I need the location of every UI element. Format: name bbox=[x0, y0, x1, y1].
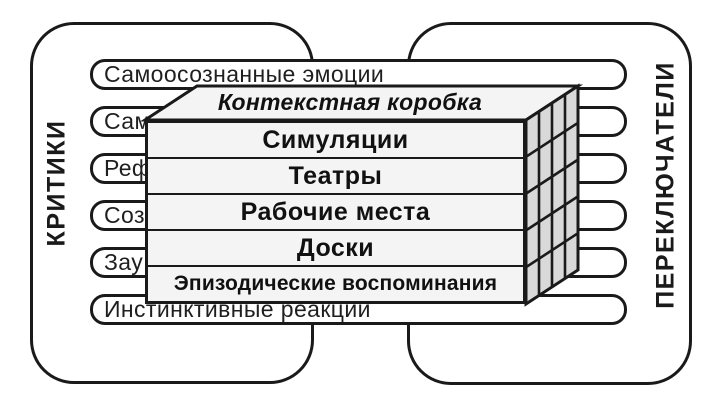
context-box-layer-simulations: Симуляции bbox=[148, 123, 523, 159]
context-box-layer-theaters: Театры bbox=[148, 159, 523, 195]
context-box-title: Контекстная коробка bbox=[217, 88, 483, 115]
level-pill-label: Сам bbox=[104, 108, 151, 134]
level-pill-label: Соз bbox=[104, 202, 145, 228]
context-box-front: Симуляции Театры Рабочие места Доски Эпи… bbox=[145, 120, 526, 304]
context-box-layer-workplaces: Рабочие места bbox=[148, 195, 523, 231]
context-box-layer-episodic-memories: Эпизодические воспоминания bbox=[173, 272, 498, 295]
context-box-layer-boards: Доски bbox=[148, 231, 523, 267]
level-pill-label: Самоосознанные эмоции bbox=[104, 61, 385, 87]
level-pill-label: Реф bbox=[104, 155, 152, 181]
critics-label: КРИТИКИ bbox=[42, 119, 71, 247]
selectors-label: ПЕРЕКЛЮЧАТЕЛИ bbox=[651, 61, 680, 309]
level-pill-label: Зау bbox=[104, 249, 144, 275]
